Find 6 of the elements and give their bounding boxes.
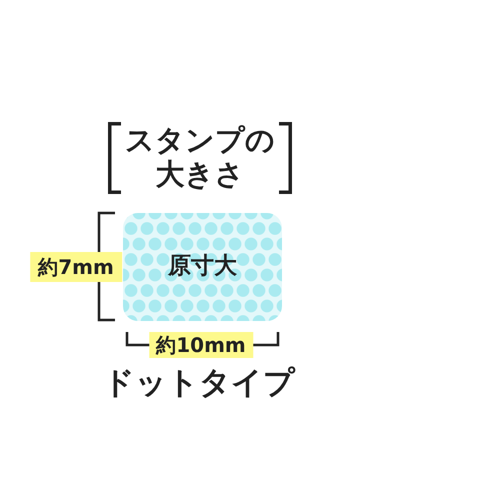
dotted-stamp-sample <box>123 213 282 321</box>
heading: スタンプの大きさ <box>124 123 276 191</box>
stamp-text: 原寸大 <box>168 253 237 281</box>
caption: ドットタイプ <box>103 366 295 400</box>
dimension-label: 約7mm <box>30 252 122 282</box>
dimension-label: 約10mm <box>149 332 253 358</box>
